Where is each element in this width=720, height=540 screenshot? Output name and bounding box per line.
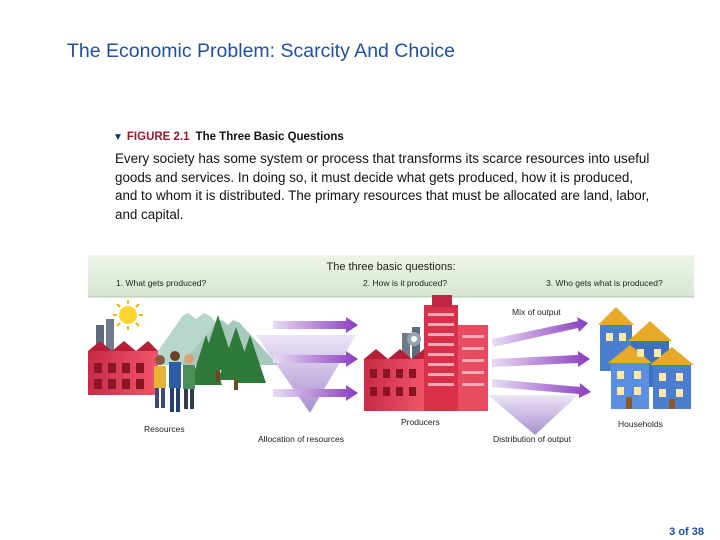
- figure-description: Every society has some system or process…: [115, 151, 650, 222]
- resource-arrow-1: [273, 317, 358, 333]
- resources-illustration: [88, 297, 278, 412]
- resource-arrow-2: [273, 351, 358, 367]
- slide-title: The Economic Problem: Scarcity And Choic…: [67, 40, 456, 62]
- factory-icon: [88, 319, 158, 395]
- gear-icon: [407, 332, 421, 346]
- banner-title: The three basic questions:: [326, 261, 455, 273]
- resource-arrow-3: [273, 385, 358, 401]
- page-indicator: 3 of 38: [669, 526, 704, 538]
- triangle-bullet-icon: ▼: [113, 132, 123, 143]
- output-arrow-1: [492, 317, 588, 347]
- label-households: Households: [618, 419, 663, 429]
- question-1: 1. What gets produced?: [116, 278, 207, 288]
- questions-banner: [88, 255, 694, 297]
- output-arrow-3: [492, 379, 591, 398]
- label-allocation: Allocation of resources: [258, 434, 344, 444]
- sun-icon: [113, 300, 143, 330]
- households-illustration: [598, 307, 694, 409]
- producers-illustration: [364, 295, 488, 411]
- label-producers: Producers: [401, 417, 440, 427]
- figure-number: FIGURE 2.1: [126, 131, 190, 143]
- three-questions-diagram: The three basic questions: 1. What gets …: [88, 255, 694, 450]
- label-mix-of-output: Mix of output: [512, 307, 561, 317]
- workers-icon: [154, 351, 195, 412]
- distribution-funnel: [488, 395, 578, 435]
- allocation-funnel: [256, 335, 356, 413]
- trees-icon: [190, 315, 266, 390]
- question-2: 2. How is it produced?: [363, 278, 447, 288]
- label-resources: Resources: [144, 424, 185, 434]
- question-3: 3. Who gets what is produced?: [546, 278, 663, 288]
- label-distribution: Distribution of output: [493, 434, 572, 444]
- output-arrow-2: [492, 351, 590, 367]
- figure-header: ▼FIGURE 2.1 The Three Basic Questions: [113, 131, 344, 143]
- figure-title: The Three Basic Questions: [195, 131, 344, 143]
